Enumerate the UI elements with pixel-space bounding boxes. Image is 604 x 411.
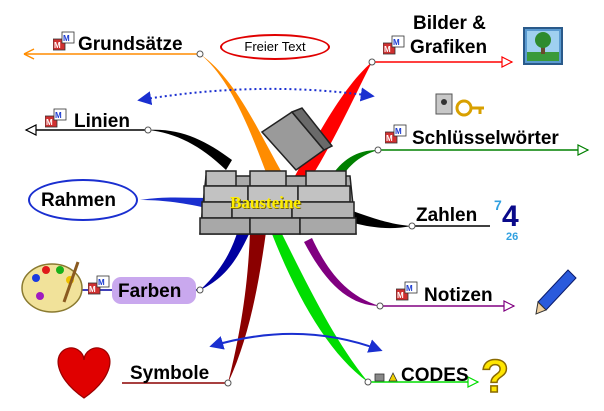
heart-icon <box>57 347 111 399</box>
floating-topic-freier-text[interactable]: Freier Text <box>220 34 330 60</box>
svg-text:M: M <box>397 291 404 300</box>
topic-notizen[interactable]: Notizen <box>424 285 493 306</box>
topic-bilder-line-1[interactable]: Bilder & <box>413 13 486 34</box>
svg-text:7: 7 <box>494 197 502 213</box>
topic-linien[interactable]: Linien <box>74 111 130 132</box>
brick-wall-icon <box>199 107 357 235</box>
key-icon <box>435 93 484 117</box>
topic-codes[interactable]: CODES <box>401 365 469 386</box>
svg-text:M: M <box>393 38 400 47</box>
junction-dot <box>376 302 384 310</box>
svg-text:26: 26 <box>506 231 518 243</box>
branch-farben[interactable] <box>200 230 250 290</box>
schluessel-arrowhead <box>577 144 590 156</box>
grundsaetze-arrowhead <box>23 48 35 60</box>
junction-dot <box>364 378 372 386</box>
branch-linien[interactable] <box>148 129 232 170</box>
landscape-picture-icon <box>523 27 563 65</box>
junction-dot <box>374 146 382 154</box>
farben-highlight <box>112 277 196 304</box>
svg-text:M: M <box>54 41 61 50</box>
numbers-icon: 4 7 26 <box>494 197 519 243</box>
palette-icon <box>21 261 83 313</box>
branch-grundsaetze[interactable] <box>200 54 288 183</box>
codes-icon <box>374 372 398 382</box>
topic-bilder-line-2[interactable]: Grafiken <box>410 37 488 58</box>
codes-arrowhead <box>467 376 480 388</box>
rahmen-frame <box>28 179 138 221</box>
topic-zahlen[interactable]: Zahlen <box>416 205 478 226</box>
svg-text:M: M <box>98 278 105 287</box>
svg-text:4: 4 <box>502 200 519 233</box>
topic-schluesselwoerter[interactable]: Schlüsselwörter <box>412 128 559 149</box>
junction-dot <box>224 379 232 387</box>
svg-text:M: M <box>384 45 391 54</box>
relationship-arrow-bottom[interactable] <box>209 332 383 353</box>
junction-dot <box>408 222 416 230</box>
topic-rahmen[interactable]: Rahmen <box>41 190 116 211</box>
pencil-icon <box>535 269 577 315</box>
linien-arrowhead <box>24 124 37 136</box>
branch-zahlen[interactable] <box>350 210 412 229</box>
central-topic-label[interactable]: Bausteine <box>230 193 301 212</box>
branch-notizen[interactable] <box>304 238 380 306</box>
junction-dot <box>144 126 152 134</box>
svg-text:M: M <box>63 34 70 43</box>
svg-text:M: M <box>386 134 393 143</box>
svg-text:M: M <box>395 127 402 136</box>
topic-grundsaetze[interactable]: Grundsätze <box>78 34 183 55</box>
branch-rahmen[interactable] <box>140 197 208 209</box>
junction-dot <box>196 50 204 58</box>
svg-text:M: M <box>406 284 413 293</box>
svg-text:M: M <box>55 111 62 120</box>
topic-farben[interactable]: Farben <box>118 281 182 302</box>
svg-text:?: ? <box>481 350 509 402</box>
notizen-arrowhead <box>503 300 516 312</box>
relationship-arrow-top[interactable] <box>137 87 375 106</box>
svg-text:M: M <box>89 285 96 294</box>
junction-dot <box>368 58 376 66</box>
topic-symbole[interactable]: Symbole <box>130 363 210 384</box>
junction-dot <box>196 286 204 294</box>
question-mark-icon: ? <box>480 349 510 403</box>
branch-codes[interactable] <box>272 230 368 382</box>
bilder-arrowhead <box>501 56 514 68</box>
svg-text:M: M <box>46 118 53 127</box>
